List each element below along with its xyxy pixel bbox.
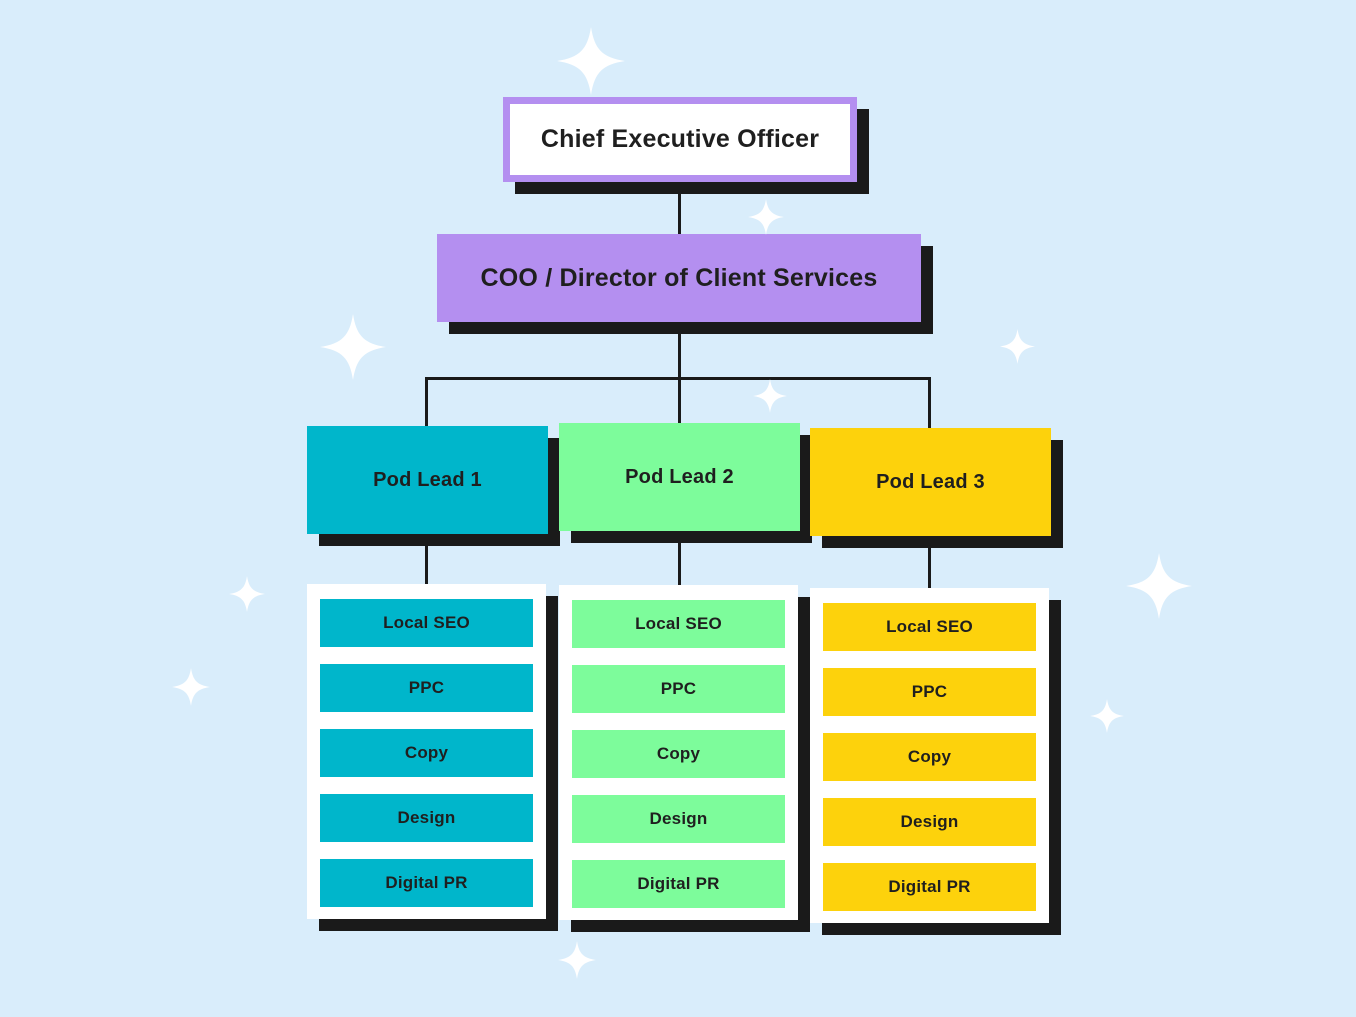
sparkle-icon: [999, 328, 1035, 364]
pod-3-services-card: Local SEO PPC Copy Design Digital PR: [810, 588, 1049, 923]
sparkle-icon: [1126, 553, 1192, 619]
connector-pod-3-to-card: [928, 522, 931, 594]
sparkle-icon: [1090, 699, 1124, 733]
service-item: Digital PR: [320, 859, 533, 907]
service-item: Copy: [823, 733, 1036, 781]
service-item: PPC: [320, 664, 533, 712]
sparkle-icon: [748, 199, 784, 235]
service-item: PPC: [572, 665, 785, 713]
pod-lead-1-node: Pod Lead 1: [307, 426, 548, 534]
connector-pod-2-to-card: [678, 518, 681, 590]
service-item: PPC: [823, 668, 1036, 716]
pod-lead-3-node: Pod Lead 3: [810, 428, 1051, 536]
pod-1-services-card: Local SEO PPC Copy Design Digital PR: [307, 584, 546, 919]
service-item: Design: [572, 795, 785, 843]
connector-ceo-to-coo: [678, 180, 681, 240]
service-item: Local SEO: [823, 603, 1036, 651]
service-item: Digital PR: [572, 860, 785, 908]
coo-node: COO / Director of Client Services: [437, 234, 921, 322]
service-item: Copy: [320, 729, 533, 777]
service-item: Digital PR: [823, 863, 1036, 911]
ceo-node: Chief Executive Officer: [503, 97, 857, 182]
connector-branch-to-pod-3: [928, 377, 931, 434]
pod-2-services-card: Local SEO PPC Copy Design Digital PR: [559, 585, 798, 920]
sparkle-icon: [172, 668, 210, 706]
sparkle-icon: [557, 27, 625, 95]
service-item: Local SEO: [572, 600, 785, 648]
sparkle-icon: [753, 379, 787, 413]
service-item: Local SEO: [320, 599, 533, 647]
service-item: Copy: [572, 730, 785, 778]
connector-branch-to-pod-1: [425, 377, 428, 432]
connector-branch-to-pod-2: [678, 377, 681, 429]
sparkle-icon: [558, 941, 596, 979]
connector-coo-to-branch: [678, 318, 681, 380]
pod-lead-2-node: Pod Lead 2: [559, 423, 800, 531]
service-item: Design: [320, 794, 533, 842]
service-item: Design: [823, 798, 1036, 846]
connector-pod-1-to-card: [425, 520, 428, 590]
sparkle-icon: [320, 314, 386, 380]
sparkle-icon: [229, 576, 265, 612]
